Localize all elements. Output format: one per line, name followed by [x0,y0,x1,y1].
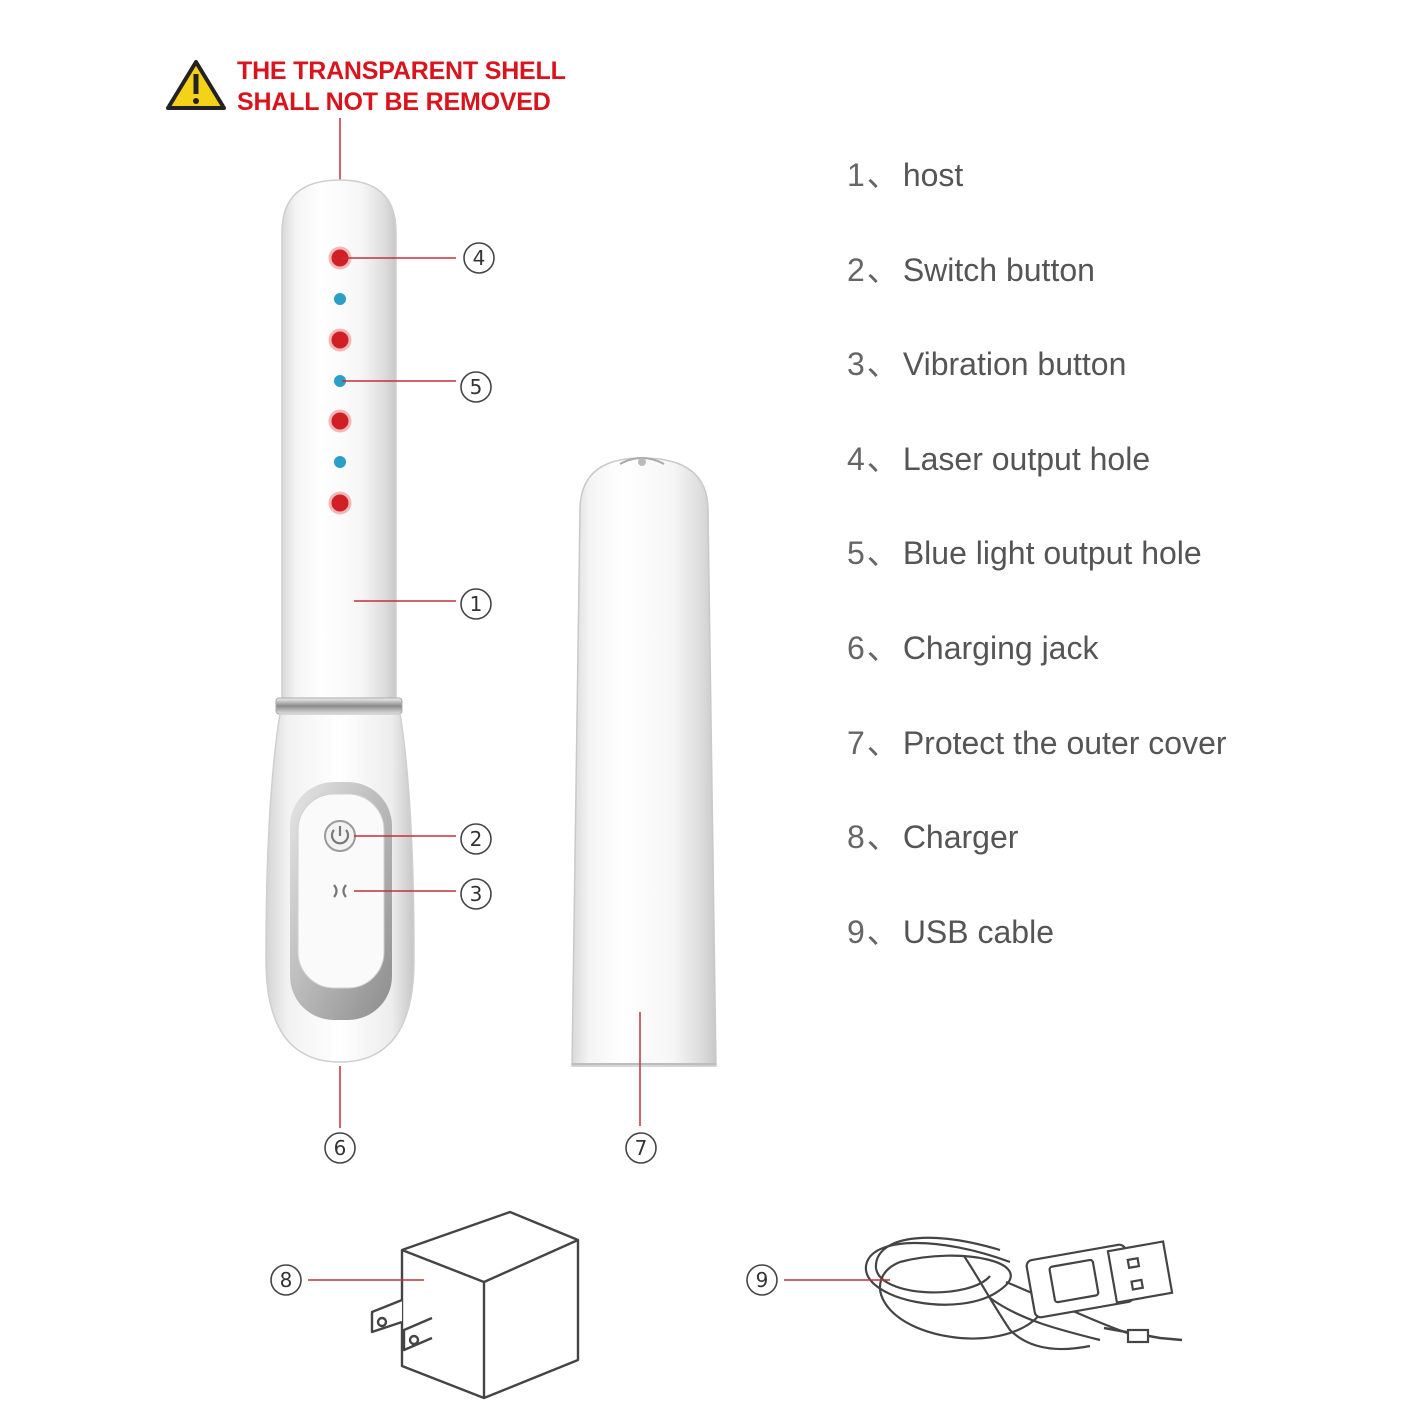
list-item: 8、Charger [847,819,1019,856]
host-device [265,179,415,1063]
callout-5: 5 [460,371,492,403]
outer-cover [571,457,717,1067]
power-icon[interactable] [324,820,356,852]
callout-2: 2 [460,823,492,855]
callout-6: 6 [324,1132,356,1164]
list-item: 9、USB cable [847,913,1054,950]
blue-light-dot [334,456,346,468]
svg-text:7: 7 [635,1136,648,1160]
charger-plug-icon [370,1210,580,1400]
svg-text:9: 9 [756,1268,769,1292]
vibration-icon[interactable] [333,884,347,898]
callout-7: 7 [625,1132,657,1164]
callout-9: 9 [746,1264,778,1296]
list-item: 5、Blue light output hole [847,535,1202,572]
usb-cable-icon [864,1236,1183,1351]
list-item: 3、Vibration button [847,346,1127,383]
blue-light-dot [334,375,346,387]
svg-text:3: 3 [470,882,483,906]
callout-4: 4 [463,242,495,274]
svg-text:5: 5 [470,375,483,399]
callout-8: 8 [270,1264,302,1296]
warning-triangle-icon [166,60,226,110]
svg-text:6: 6 [334,1136,347,1160]
list-item: 2、Switch button [847,251,1095,288]
laser-output-dot [328,491,352,515]
svg-text:2: 2 [470,827,483,851]
warning-line-2: SHALL NOT BE REMOVED [237,88,551,116]
svg-text:4: 4 [473,246,486,270]
blue-light-dot [334,293,346,305]
list-item: 4、Laser output hole [847,440,1151,477]
laser-output-dot [328,409,352,433]
callout-1: 1 [460,588,492,620]
list-item: 6、Charging jack [847,629,1099,666]
parts-list: 1、host 2、Switch button 3、Vibration butto… [847,152,1227,1003]
warning-message: THE TRANSPARENT SHELL SHALL NOT BE REMOV… [237,56,566,118]
svg-text:8: 8 [280,1268,293,1292]
svg-text:1: 1 [470,592,483,616]
callout-3: 3 [460,878,492,910]
list-item: 7、Protect the outer cover [847,724,1227,761]
list-item: 1、host [847,157,964,193]
warning-line-1: THE TRANSPARENT SHELL [237,57,566,85]
laser-output-dot [328,328,352,352]
